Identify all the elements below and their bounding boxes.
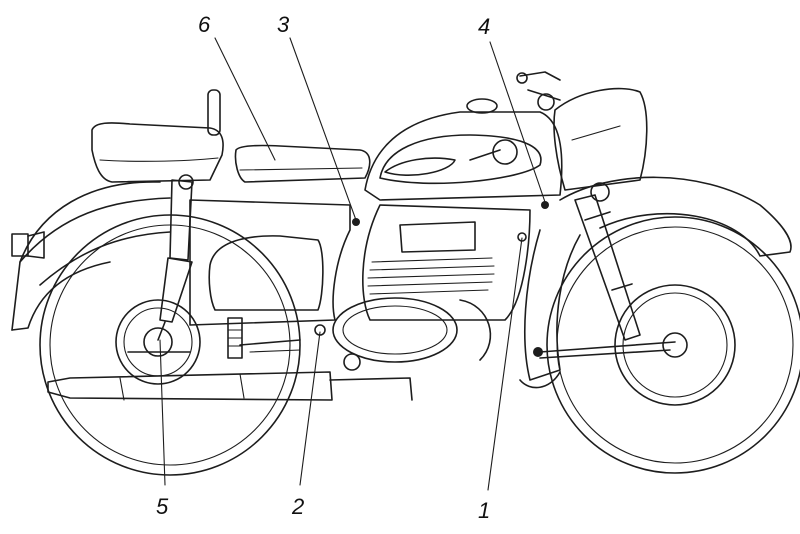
callout-label-2: 2 xyxy=(292,494,305,519)
rear-shock xyxy=(157,174,194,341)
callout-label-4: 4 xyxy=(478,14,491,39)
fittings xyxy=(227,201,549,359)
front-fender xyxy=(519,176,792,389)
callout-label-5: 5 xyxy=(156,494,169,519)
front-seat xyxy=(234,144,371,183)
callout-label-1: 1 xyxy=(478,498,491,523)
engine xyxy=(332,204,531,371)
rear-seat xyxy=(91,89,224,183)
callout-label-3: 3 xyxy=(277,12,290,37)
front-fork xyxy=(533,182,676,359)
side-panel xyxy=(189,199,351,353)
exhaust xyxy=(47,371,413,401)
fuel-tank xyxy=(364,98,563,201)
callout-label-6: 6 xyxy=(198,12,211,37)
rear-fender xyxy=(11,181,171,331)
headlamp-cowl xyxy=(516,71,648,191)
leader-lines xyxy=(159,37,546,491)
